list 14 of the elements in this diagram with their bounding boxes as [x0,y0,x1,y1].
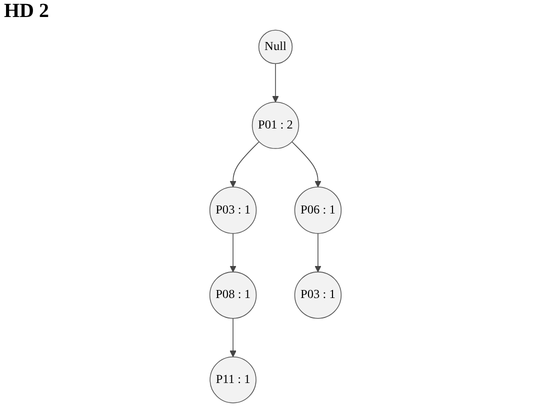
arrow [272,63,279,102]
node-circle: P06 : 1 [294,186,342,234]
node-circle: Null [258,30,293,64]
node-circle: P03 : 1 [209,186,257,234]
arrow [292,141,322,188]
arrow [230,318,236,358]
node-circle: P11 : 1 [210,356,256,404]
node-circle: P03 : 1 [294,272,342,319]
title: HD 2 [4,0,49,22]
node-circle: P08 : 1 [209,272,257,319]
node-circle: P01 : 2 [252,102,300,149]
arrow [230,141,260,188]
arrow [230,233,236,272]
arrow [314,233,322,272]
